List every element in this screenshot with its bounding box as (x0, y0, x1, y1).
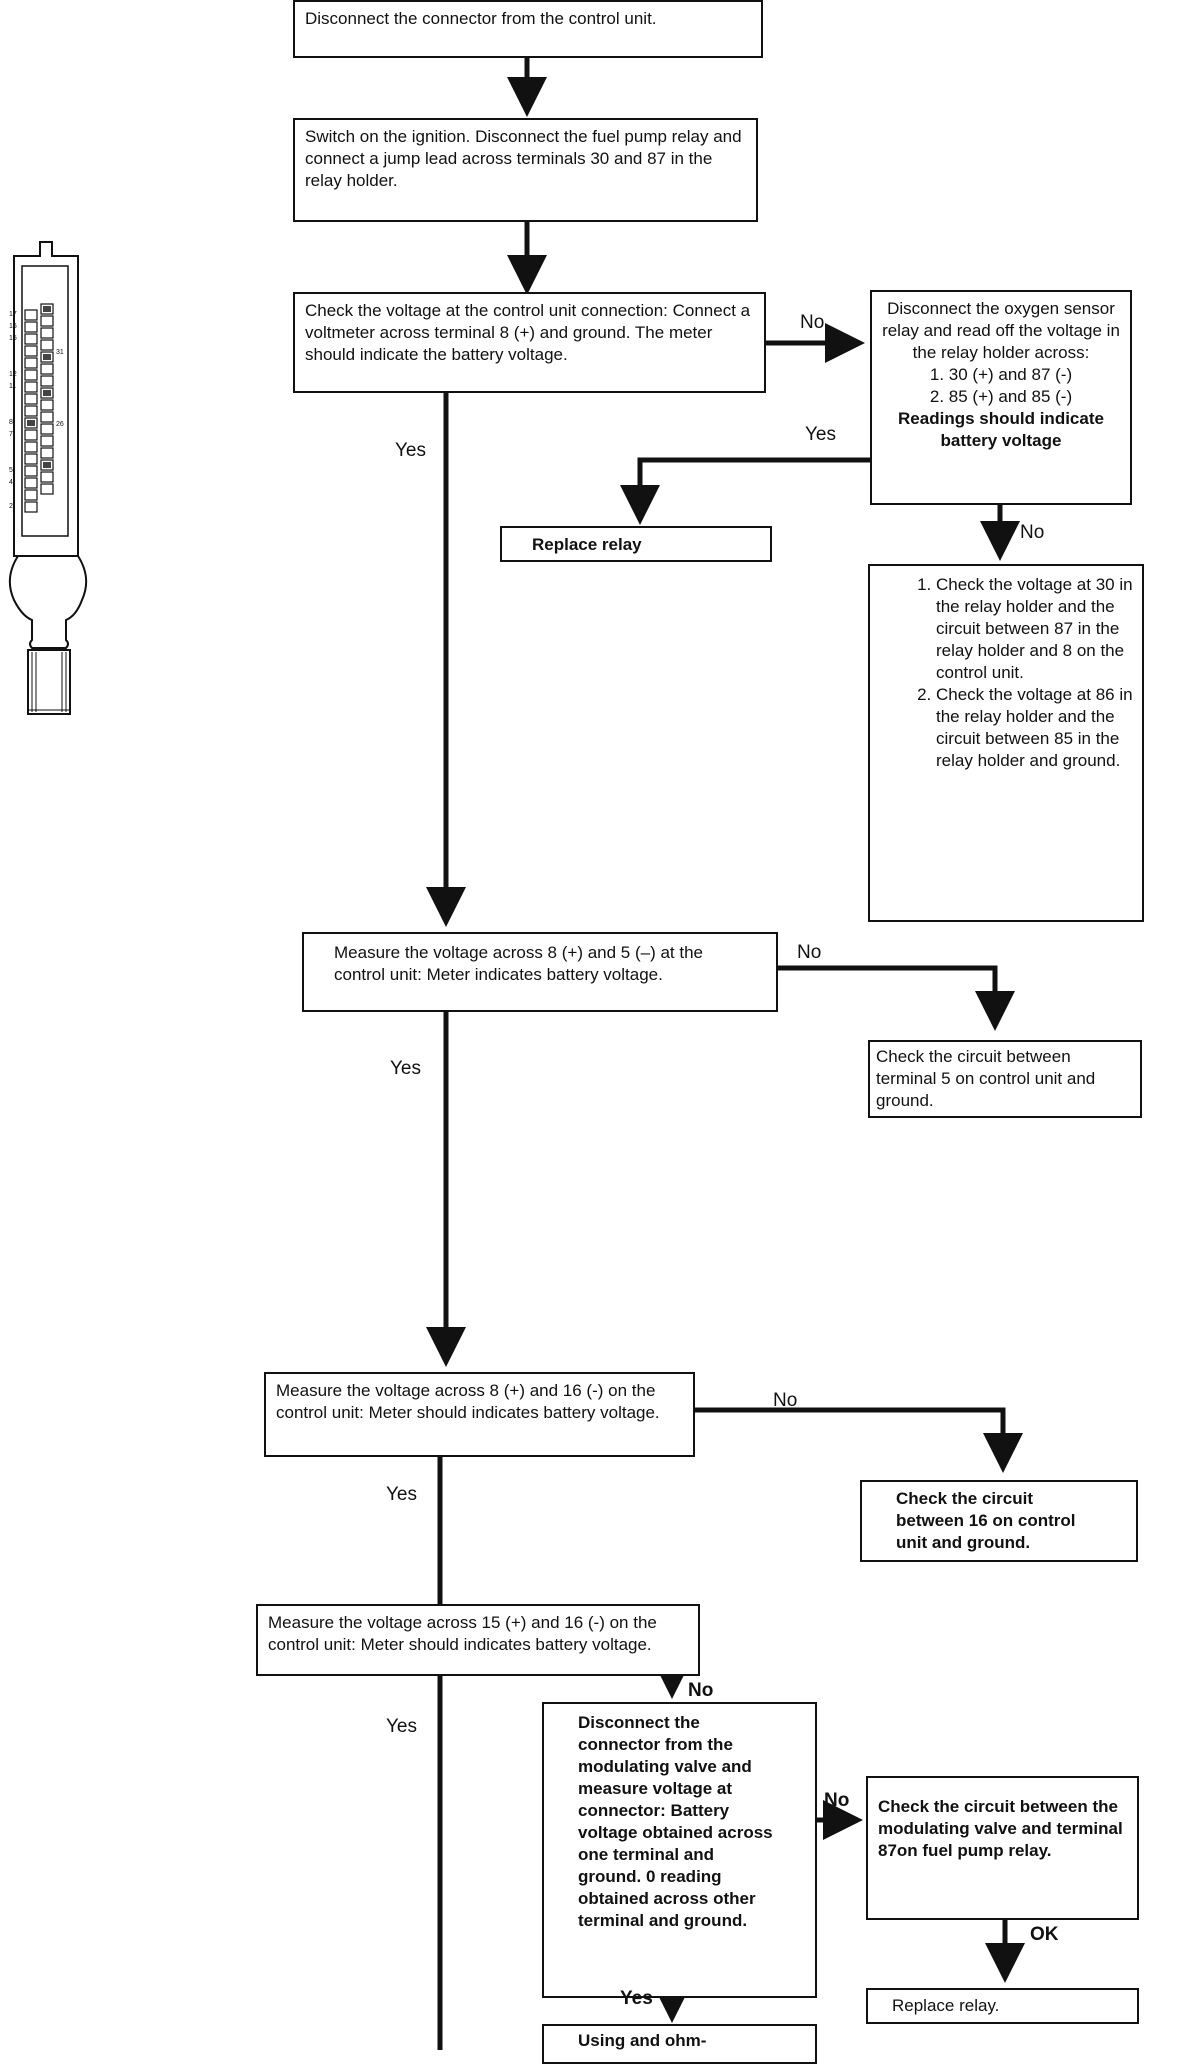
label-yes: Yes (620, 1988, 653, 2009)
step-replace-relay-2: Replace relay. (866, 1988, 1139, 2024)
label-no: No (688, 1680, 714, 1701)
pin-label: 8 (9, 419, 13, 426)
step-measure-8-16: Measure the voltage across 8 (+) and 16 … (264, 1372, 695, 1457)
label-no: No (824, 1790, 850, 1811)
pin-label: 11 (9, 383, 16, 390)
step-check-16: Check the circuit between 16 on control … (860, 1480, 1138, 1562)
step-measure-8-5: Measure the voltage across 8 (+) and 5 (… (302, 932, 778, 1012)
pin-label: 4 (9, 479, 13, 486)
label-no: No (1020, 522, 1045, 543)
check-item-2: Check the voltage at 86 in the relay hol… (936, 684, 1136, 772)
step-disconnect-modulating: Disconnect the connector from the modula… (542, 1702, 817, 1998)
step-measure-15-16: Measure the voltage across 15 (+) and 16… (256, 1604, 700, 1676)
step-switch-ignition: Switch on the ignition. Disconnect the f… (293, 118, 758, 222)
label-no: No (773, 1390, 798, 1411)
oxygen-result: Readings should indicate battery voltage (898, 409, 1104, 450)
arrow-no-3 (778, 965, 1015, 1031)
arrow-no-4 (695, 1407, 1023, 1473)
pin-label: 5 (9, 467, 13, 474)
pin-label: 16 (9, 323, 17, 330)
label-yes: Yes (386, 1484, 417, 1505)
label-yes: Yes (386, 1716, 417, 1737)
pin-label: 7 (9, 431, 13, 438)
check-list: Check the voltage at 30 in the relay hol… (910, 574, 1136, 772)
oxygen-item-2: 2. 85 (+) and 85 (-) (929, 387, 1073, 406)
label-yes: Yes (395, 440, 426, 461)
oxygen-item-1: 1. 30 (+) and 87 (-) (929, 365, 1073, 384)
label-ok: OK (1030, 1924, 1059, 1945)
check-item-1: Check the voltage at 30 in the relay hol… (936, 574, 1136, 684)
label-no: No (800, 312, 825, 333)
step-check-list: Check the voltage at 30 in the relay hol… (868, 564, 1144, 922)
label-yes: Yes (390, 1058, 421, 1079)
pin-label: 26 (56, 421, 64, 428)
step-oxygen-relay: Disconnect the oxygen sensor relay and r… (870, 290, 1132, 505)
step-using-ohm: Using and ohm- (542, 2024, 817, 2064)
pin-label: 17 (9, 311, 17, 318)
pin-label: 31 (56, 349, 64, 356)
step-disconnect-connector: Disconnect the connector from the contro… (293, 0, 763, 58)
label-no: No (797, 942, 822, 963)
label-yes: Yes (805, 424, 836, 445)
step-check-terminal-5: Check the circuit between terminal 5 on … (868, 1040, 1142, 1118)
connector-illustration: 17 16 15 12 11 8 7 5 4 2 31 26 (8, 241, 88, 715)
oxygen-intro: Disconnect the oxygen sensor relay and r… (882, 299, 1120, 362)
pin-label: 12 (9, 371, 17, 378)
step-check-voltage-8: Check the voltage at the control unit co… (293, 292, 766, 393)
step-check-modulating-87: Check the circuit between the modulating… (866, 1776, 1139, 1920)
step-replace-relay: Replace relay (500, 526, 772, 562)
pin-label: 15 (9, 335, 17, 342)
arrow-yes-relay (620, 457, 870, 525)
pin-label: 2 (9, 503, 13, 510)
